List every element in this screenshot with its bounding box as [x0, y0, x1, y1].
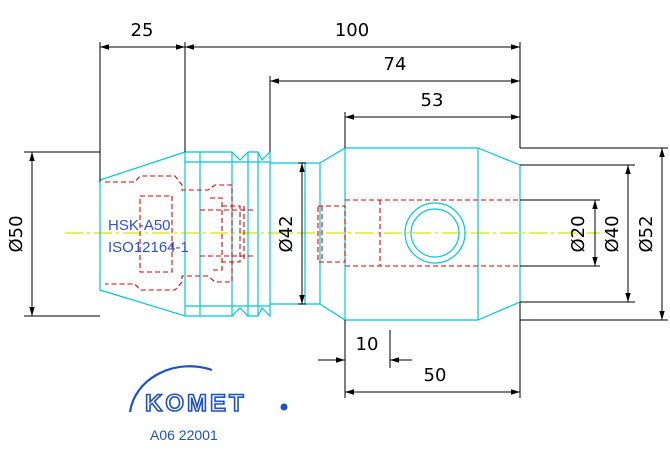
komet-registered-icon: [280, 403, 288, 411]
komet-logo-arc-icon: [128, 365, 213, 413]
dimension-lines: [24, 42, 668, 398]
dim-d20-label: Ø20: [568, 215, 589, 252]
side-hole-outer: [404, 202, 466, 264]
dim-25-label: 25: [131, 20, 154, 41]
dim-d52-label: Ø52: [636, 215, 657, 252]
dim-d50-label: Ø50: [6, 215, 27, 252]
spec-line-1: HSK-A50: [108, 217, 171, 234]
body-outline: [319, 147, 479, 321]
dim-d40-label: Ø40: [602, 215, 623, 252]
dim-50-label: 50: [424, 365, 447, 386]
komet-logo-text: KOMET: [145, 390, 247, 417]
nose-outline: [477, 147, 521, 321]
side-hole-inner: [410, 208, 460, 258]
dim-74-label: 74: [384, 54, 407, 75]
neck-outline: [270, 162, 321, 305]
dim-d42-label: Ø42: [276, 215, 297, 252]
collar-outline: [185, 150, 271, 318]
part-outline: [99, 147, 521, 321]
spec-line-2: ISO12164-1: [108, 239, 189, 256]
part-number: A06 22001: [150, 427, 218, 443]
dim-100-label: 100: [335, 20, 369, 41]
komet-logo: KOMET: [128, 365, 288, 418]
hsk-taper-outline: [99, 151, 186, 317]
dim-10-label: 10: [356, 334, 379, 355]
dim-53-label: 53: [421, 90, 444, 111]
